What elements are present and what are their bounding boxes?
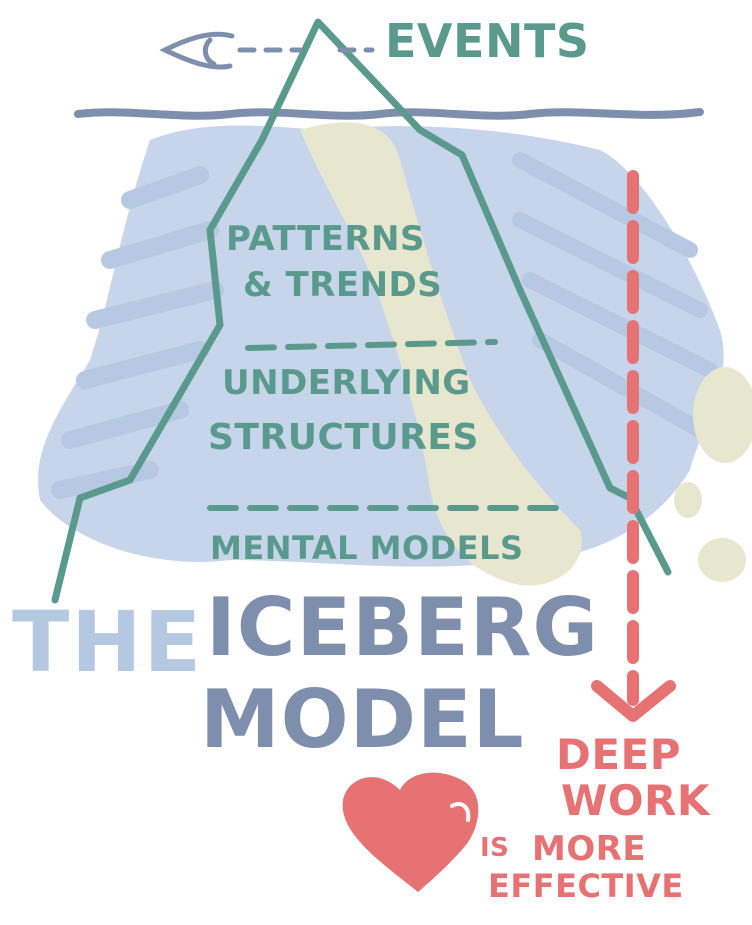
note-deep: DEEP [556, 730, 682, 779]
title-the: THE [12, 593, 203, 691]
label-mental-models: MENTAL MODELS [210, 529, 524, 567]
water-line [74, 108, 704, 120]
label-events: EVENTS [385, 14, 590, 68]
title-iceberg: ICEBERG [206, 581, 600, 674]
iceberg-outline [51, 18, 672, 604]
note-is: IS [480, 833, 510, 863]
label-underlying-line1: UNDERLYING [222, 363, 471, 403]
separator-upper [245, 339, 498, 351]
down-arrow-icon [591, 680, 676, 722]
note-work: WORK [561, 776, 710, 825]
eye-icon [159, 31, 235, 70]
note-more: MORE [532, 829, 647, 869]
label-patterns-line1: PATTERNS [226, 219, 425, 259]
heart-icon [342, 772, 479, 892]
title-model: MODEL [200, 673, 525, 766]
note-effective: EFFECTIVE [488, 867, 684, 905]
label-patterns-line2: & TRENDS [243, 265, 443, 305]
beige-highlight [300, 122, 752, 586]
label-underlying-line2: STRUCTURES [208, 417, 479, 458]
eye-pupil [202, 37, 217, 67]
heart-highlight [450, 801, 471, 822]
